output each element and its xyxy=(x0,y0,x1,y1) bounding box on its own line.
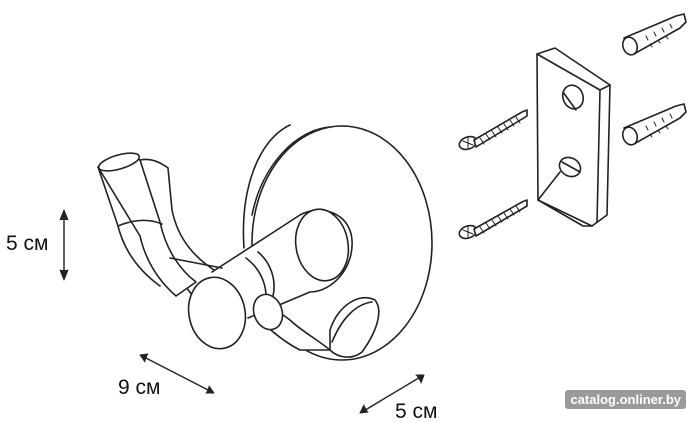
dimension-arrow-depth xyxy=(359,374,425,414)
wall-plug xyxy=(621,13,687,56)
dimension-label-height: 5 см xyxy=(6,232,49,255)
dimension-arrow-width xyxy=(139,353,215,394)
screw xyxy=(458,199,528,240)
hook-end-cap xyxy=(187,276,247,350)
screw xyxy=(458,109,528,151)
dimension-label-depth: 5 см xyxy=(395,400,438,423)
mounting-bracket xyxy=(536,47,611,227)
dimension-arrow-height xyxy=(59,209,69,281)
hook-arm-left xyxy=(97,152,223,301)
watermark: catalog.onliner.by xyxy=(565,390,686,409)
hook-arm-right xyxy=(252,293,380,358)
wall-plug xyxy=(621,103,687,146)
hook-stem xyxy=(169,208,353,319)
dimension-label-width: 9 см xyxy=(118,376,161,399)
